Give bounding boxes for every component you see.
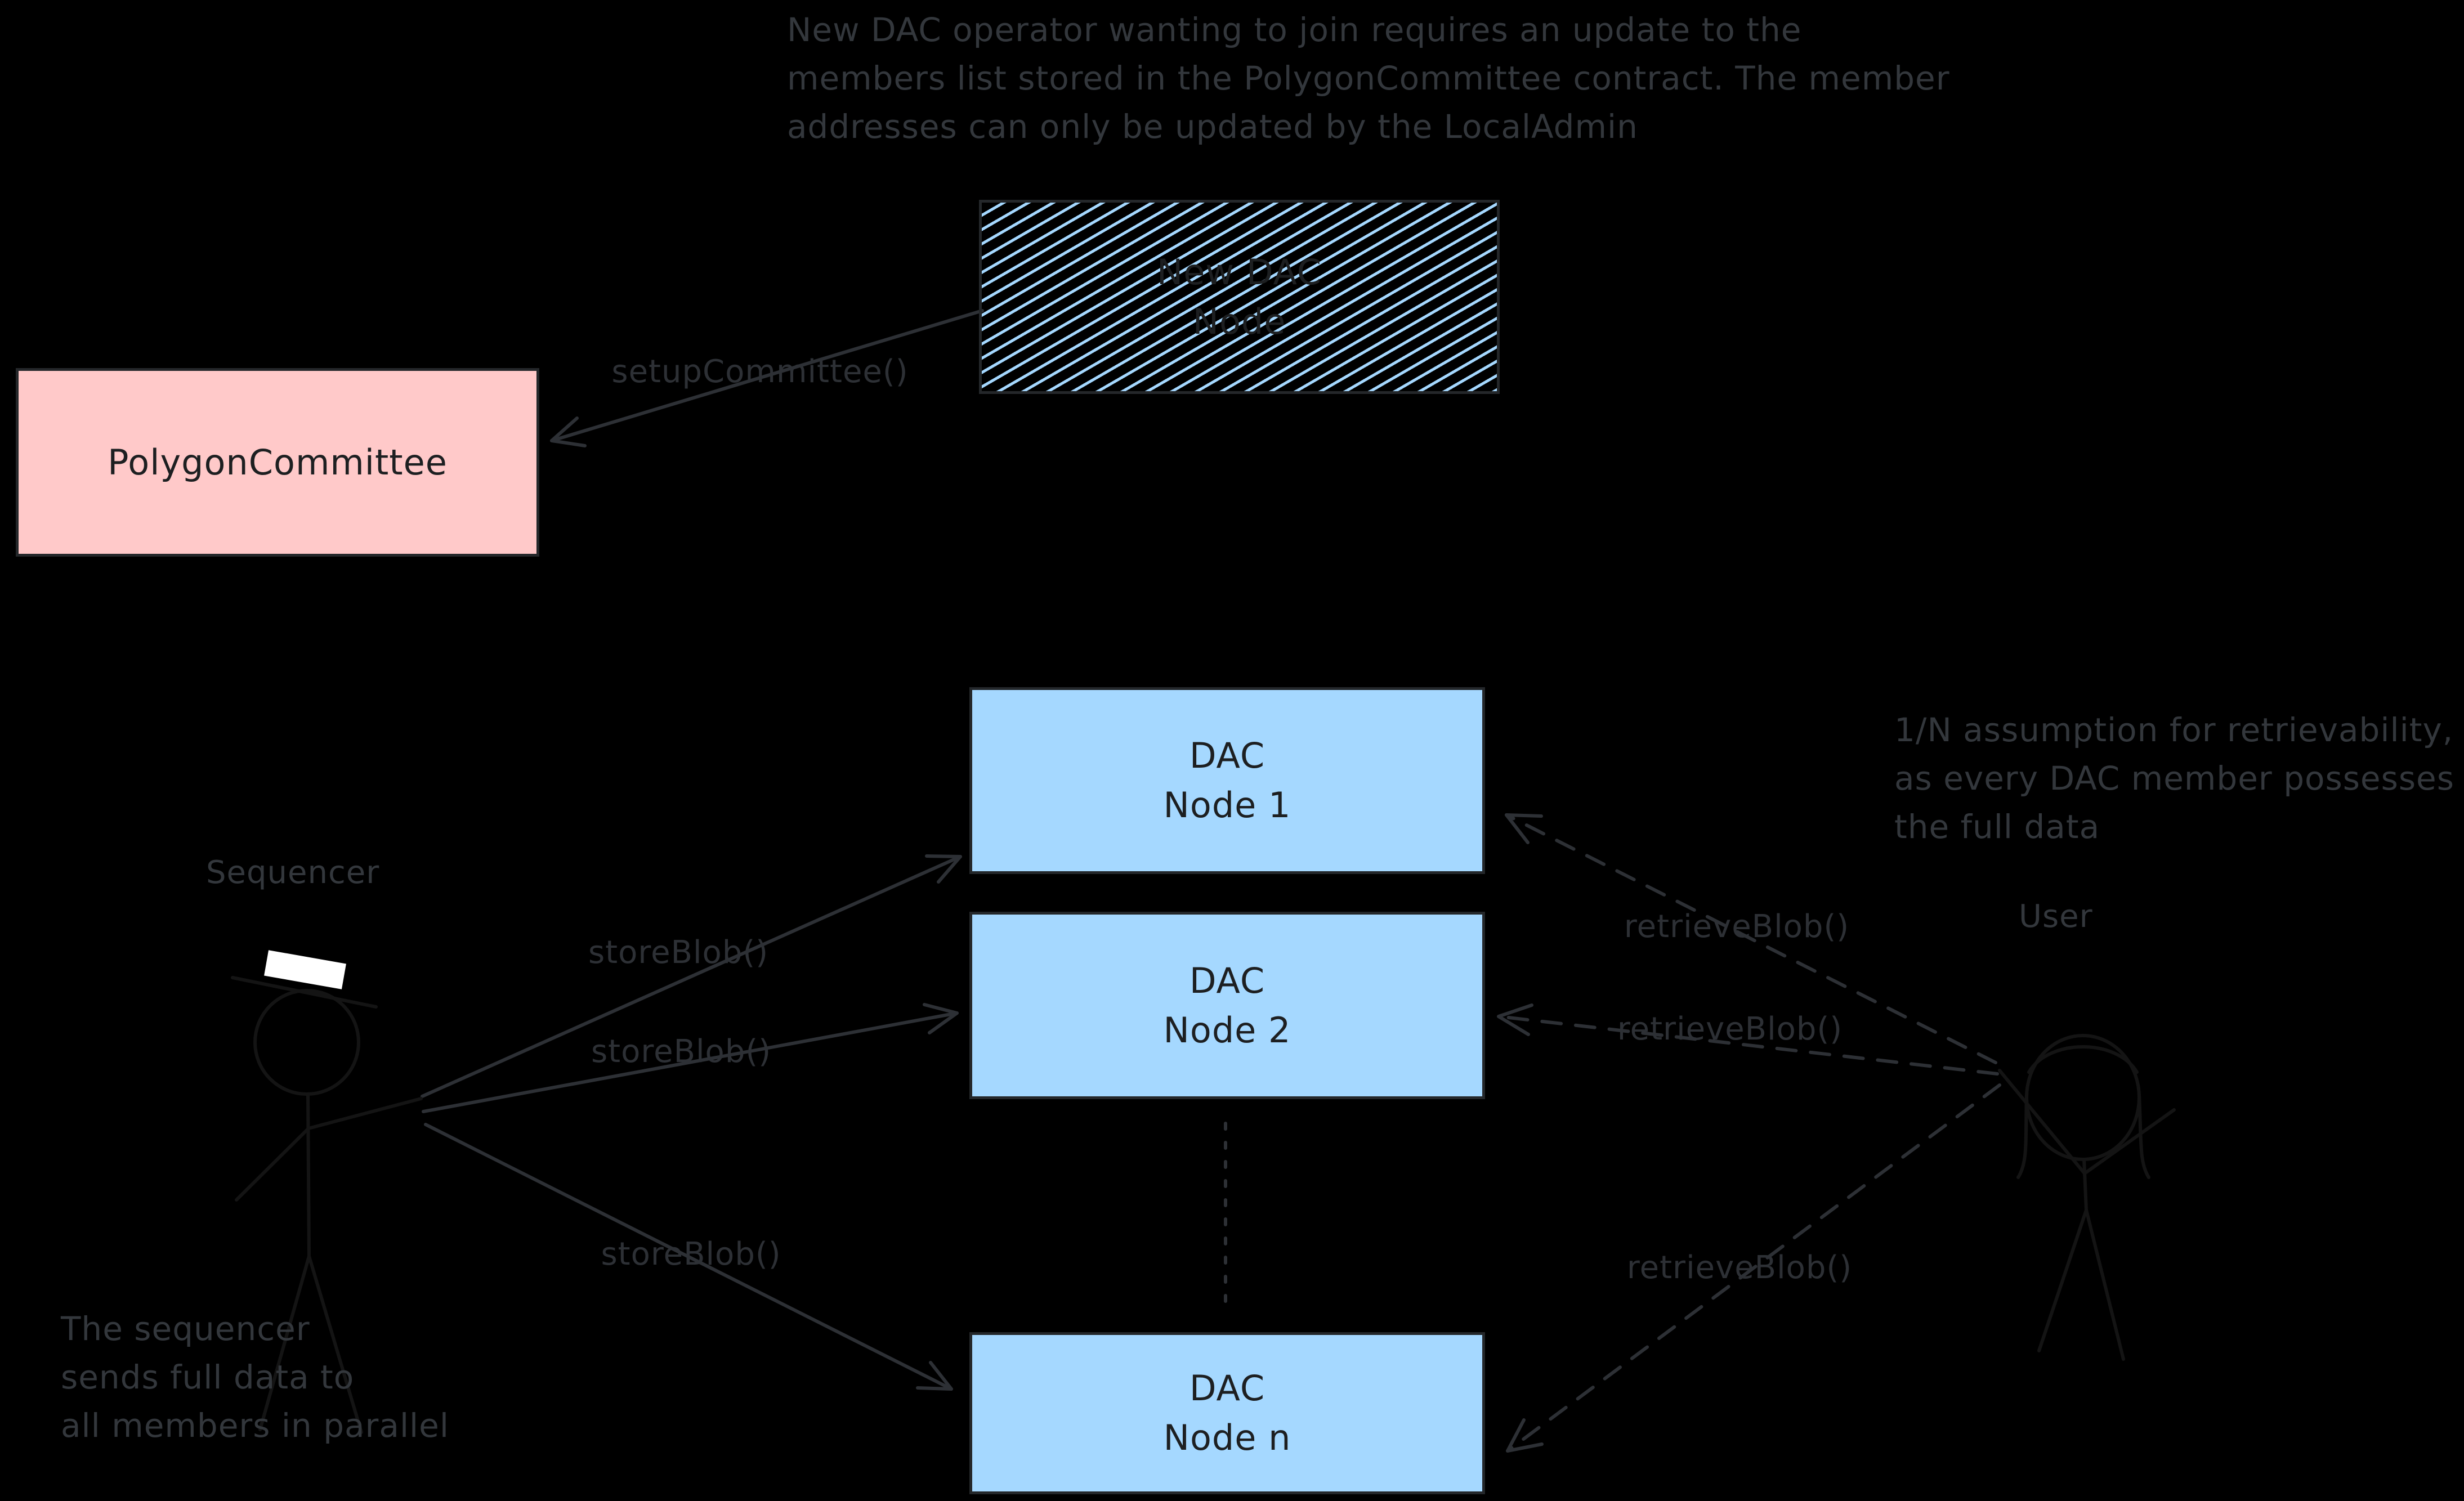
store-blob-arrow-1 (421, 854, 962, 1098)
retrieve-blob-label-2: retrieveBlob() (1617, 1011, 1843, 1047)
new-dac-node-label: New DAC Node (1156, 251, 1322, 342)
retrieve-blob-label-1: retrieveBlob() (1624, 908, 1850, 945)
sequencer-parallel-note: The sequencer sends full data to all mem… (61, 1310, 449, 1445)
user-figure (1998, 1034, 2176, 1361)
setup-committee-label: setupCommittee() (611, 353, 909, 390)
user-label: User (2019, 898, 2093, 935)
retrieve-blob-label-3: retrieveBlob() (1626, 1249, 1853, 1286)
dac-node-n-box: DAC Node n (969, 1332, 1485, 1494)
retrievability-note: 1/N assumption for retrievability, as ev… (1894, 711, 2454, 846)
store-blob-label-2: storeBlob() (591, 1033, 772, 1070)
dac-node-2-label: DAC Node 2 (1163, 960, 1291, 1051)
retrieve-blob-arrow-3 (1506, 1083, 2001, 1453)
store-blob-label-3: storeBlob() (601, 1236, 781, 1273)
dac-node-n-label: DAC Node n (1163, 1368, 1291, 1458)
dac-node-1-label: DAC Node 1 (1163, 735, 1291, 826)
store-blob-arrow-2 (422, 1003, 959, 1113)
polygon-committee-box: PolygonCommittee (16, 368, 539, 557)
sequencer-label: Sequencer (206, 854, 380, 891)
store-blob-label-1: storeBlob() (588, 934, 769, 971)
top-note: New DAC operator wanting to join require… (787, 11, 1950, 146)
sequencer-figure (231, 976, 423, 1434)
polygon-committee-label: PolygonCommittee (108, 441, 448, 483)
dac-node-2-box: DAC Node 2 (969, 912, 1485, 1099)
retrieve-blob-arrow-2 (1497, 1003, 1999, 1076)
new-dac-node-box: New DAC Node (979, 200, 1500, 394)
store-blob-arrow-3 (424, 1123, 953, 1391)
dac-node-1-box: DAC Node 1 (969, 687, 1485, 874)
setup-committee-arrow (550, 309, 984, 447)
retrieve-blob-arrow-1 (1505, 813, 1997, 1064)
sequencer-hat (264, 950, 346, 989)
